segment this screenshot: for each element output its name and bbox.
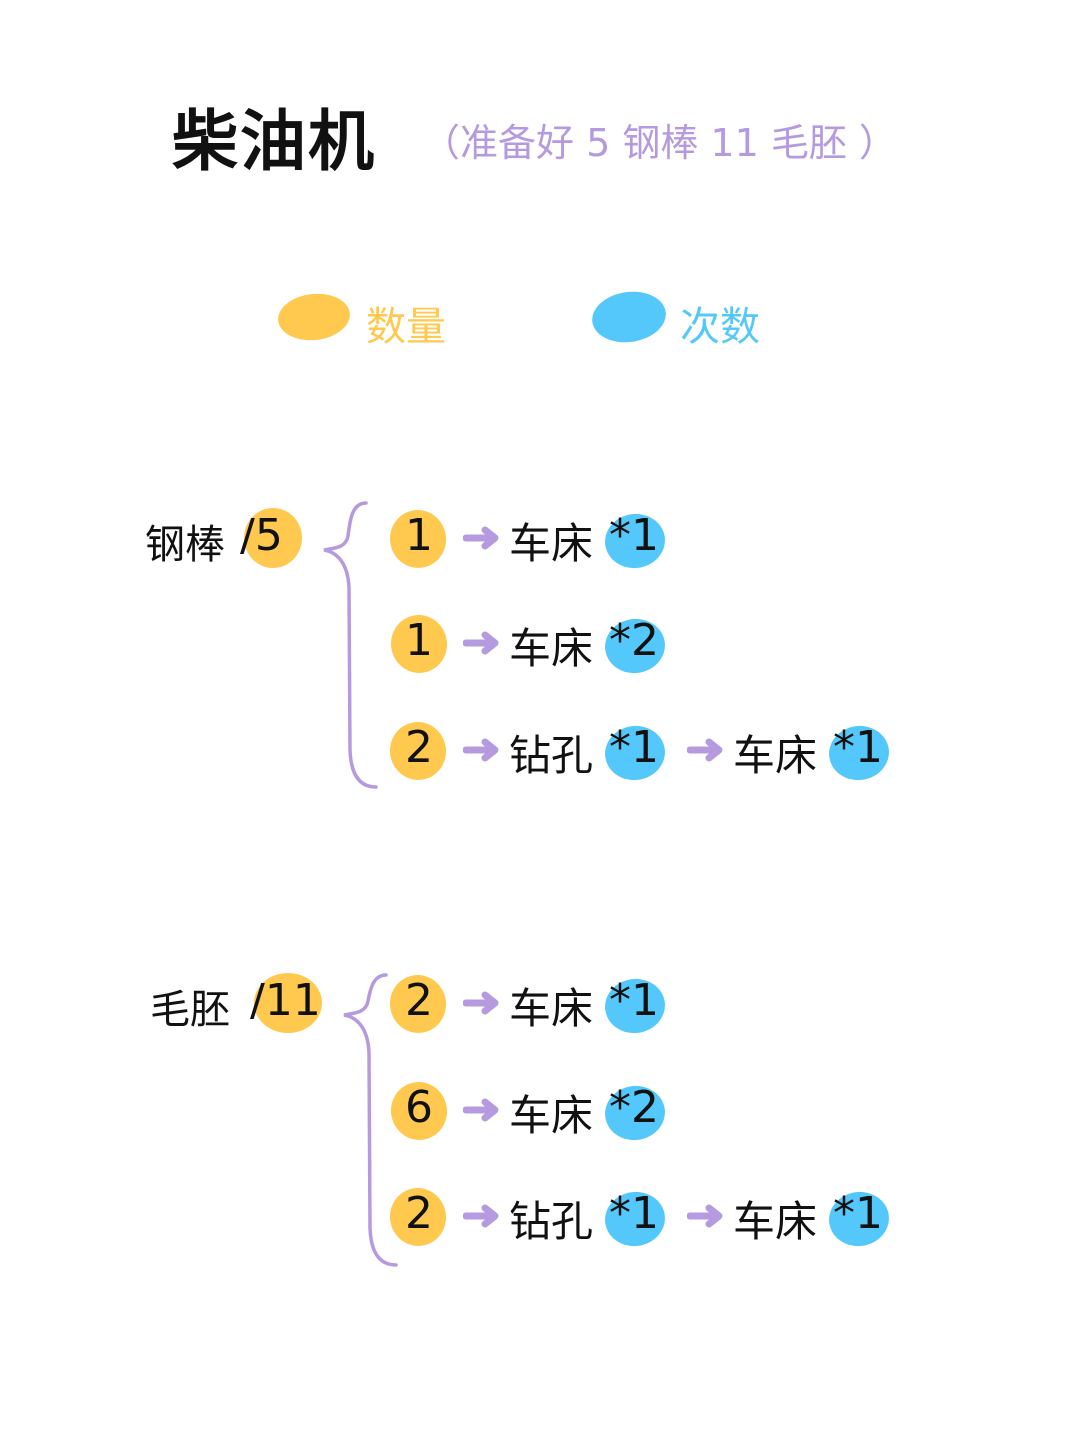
times-value: *1 bbox=[609, 1188, 659, 1239]
quantity-value: 2 bbox=[405, 1188, 433, 1239]
process-name: 车床 bbox=[733, 731, 818, 780]
arrow-icon bbox=[462, 526, 503, 550]
group-label: 毛胚 bbox=[150, 987, 230, 1033]
arrow-icon bbox=[462, 1098, 503, 1122]
quantity-value: 1 bbox=[405, 615, 433, 666]
quantity-value: 6 bbox=[405, 1082, 433, 1133]
process-name: 钻孔 bbox=[509, 731, 594, 780]
brace-icon bbox=[322, 500, 382, 794]
legend-quantity-label: 数量 bbox=[366, 304, 446, 350]
arrow-icon bbox=[462, 1204, 503, 1228]
times-value: *1 bbox=[833, 1188, 883, 1239]
process-name: 车床 bbox=[509, 519, 594, 568]
arrow-icon bbox=[686, 1204, 727, 1228]
times-value: *1 bbox=[609, 722, 659, 773]
brace-icon bbox=[342, 972, 402, 1272]
legend-times-swatch bbox=[588, 287, 670, 347]
arrow-icon bbox=[686, 738, 727, 762]
page-subtitle: （准备好 5 钢棒 11 毛胚 ） bbox=[422, 121, 897, 165]
process-name: 车床 bbox=[509, 624, 594, 673]
legend-times-label: 次数 bbox=[680, 304, 760, 350]
group-total: /5 bbox=[240, 510, 283, 561]
group-total-blob bbox=[254, 973, 322, 1033]
legend-quantity-swatch bbox=[275, 290, 353, 344]
process-name: 钻孔 bbox=[509, 1197, 594, 1246]
group-total-blob bbox=[244, 508, 302, 568]
arrow-icon bbox=[462, 991, 503, 1015]
arrow-icon bbox=[462, 738, 503, 762]
arrow-icon bbox=[462, 631, 503, 655]
times-value: *2 bbox=[609, 615, 659, 666]
page-title: 柴油机 bbox=[172, 103, 376, 180]
quantity-value: 1 bbox=[405, 510, 433, 561]
group-total: /11 bbox=[250, 975, 321, 1026]
process-name: 车床 bbox=[733, 1197, 818, 1246]
group-label: 钢棒 bbox=[145, 522, 225, 568]
quantity-value: 2 bbox=[405, 975, 433, 1026]
times-value: *1 bbox=[609, 510, 659, 561]
times-value: *1 bbox=[609, 975, 659, 1026]
process-name: 车床 bbox=[509, 1091, 594, 1140]
times-value: *2 bbox=[609, 1082, 659, 1133]
process-name: 车床 bbox=[509, 984, 594, 1033]
times-value: *1 bbox=[833, 722, 883, 773]
quantity-value: 2 bbox=[405, 722, 433, 773]
